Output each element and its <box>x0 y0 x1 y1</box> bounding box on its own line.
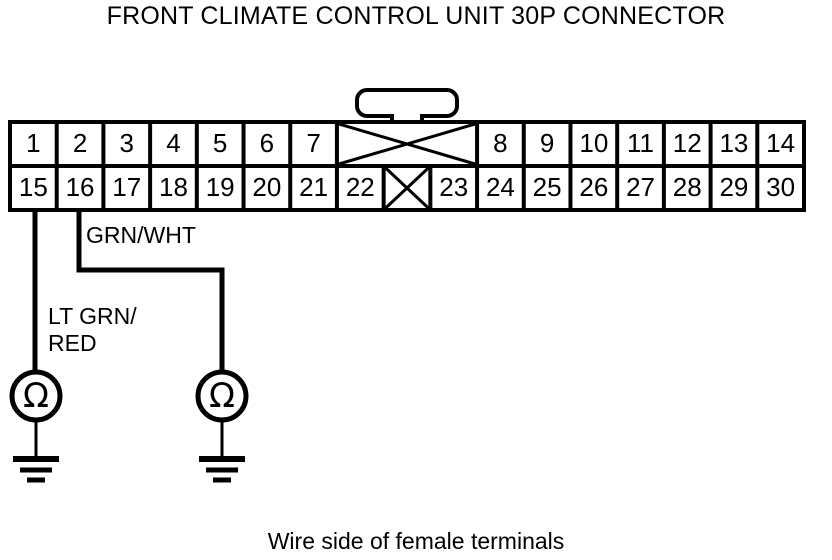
wire-label-lt-grn-red: LT GRN/ RED <box>48 303 137 356</box>
connector-outline <box>8 88 806 212</box>
ohmmeter-right-omega-icon: Ω <box>209 376 235 416</box>
page-title: FRONT CLIMATE CONTROL UNIT 30P CONNECTOR <box>106 2 726 30</box>
ohmmeter-left-ground-symbol <box>13 456 59 483</box>
connector-latch-tab <box>355 88 459 124</box>
diagram-caption: Wire side of female terminals <box>267 528 565 554</box>
wire-label-grn-wht: GRN/WHT <box>86 222 196 248</box>
ohmmeter-right-ground-symbol <box>199 456 245 483</box>
ohmmeter-left-omega-icon: Ω <box>23 376 49 416</box>
